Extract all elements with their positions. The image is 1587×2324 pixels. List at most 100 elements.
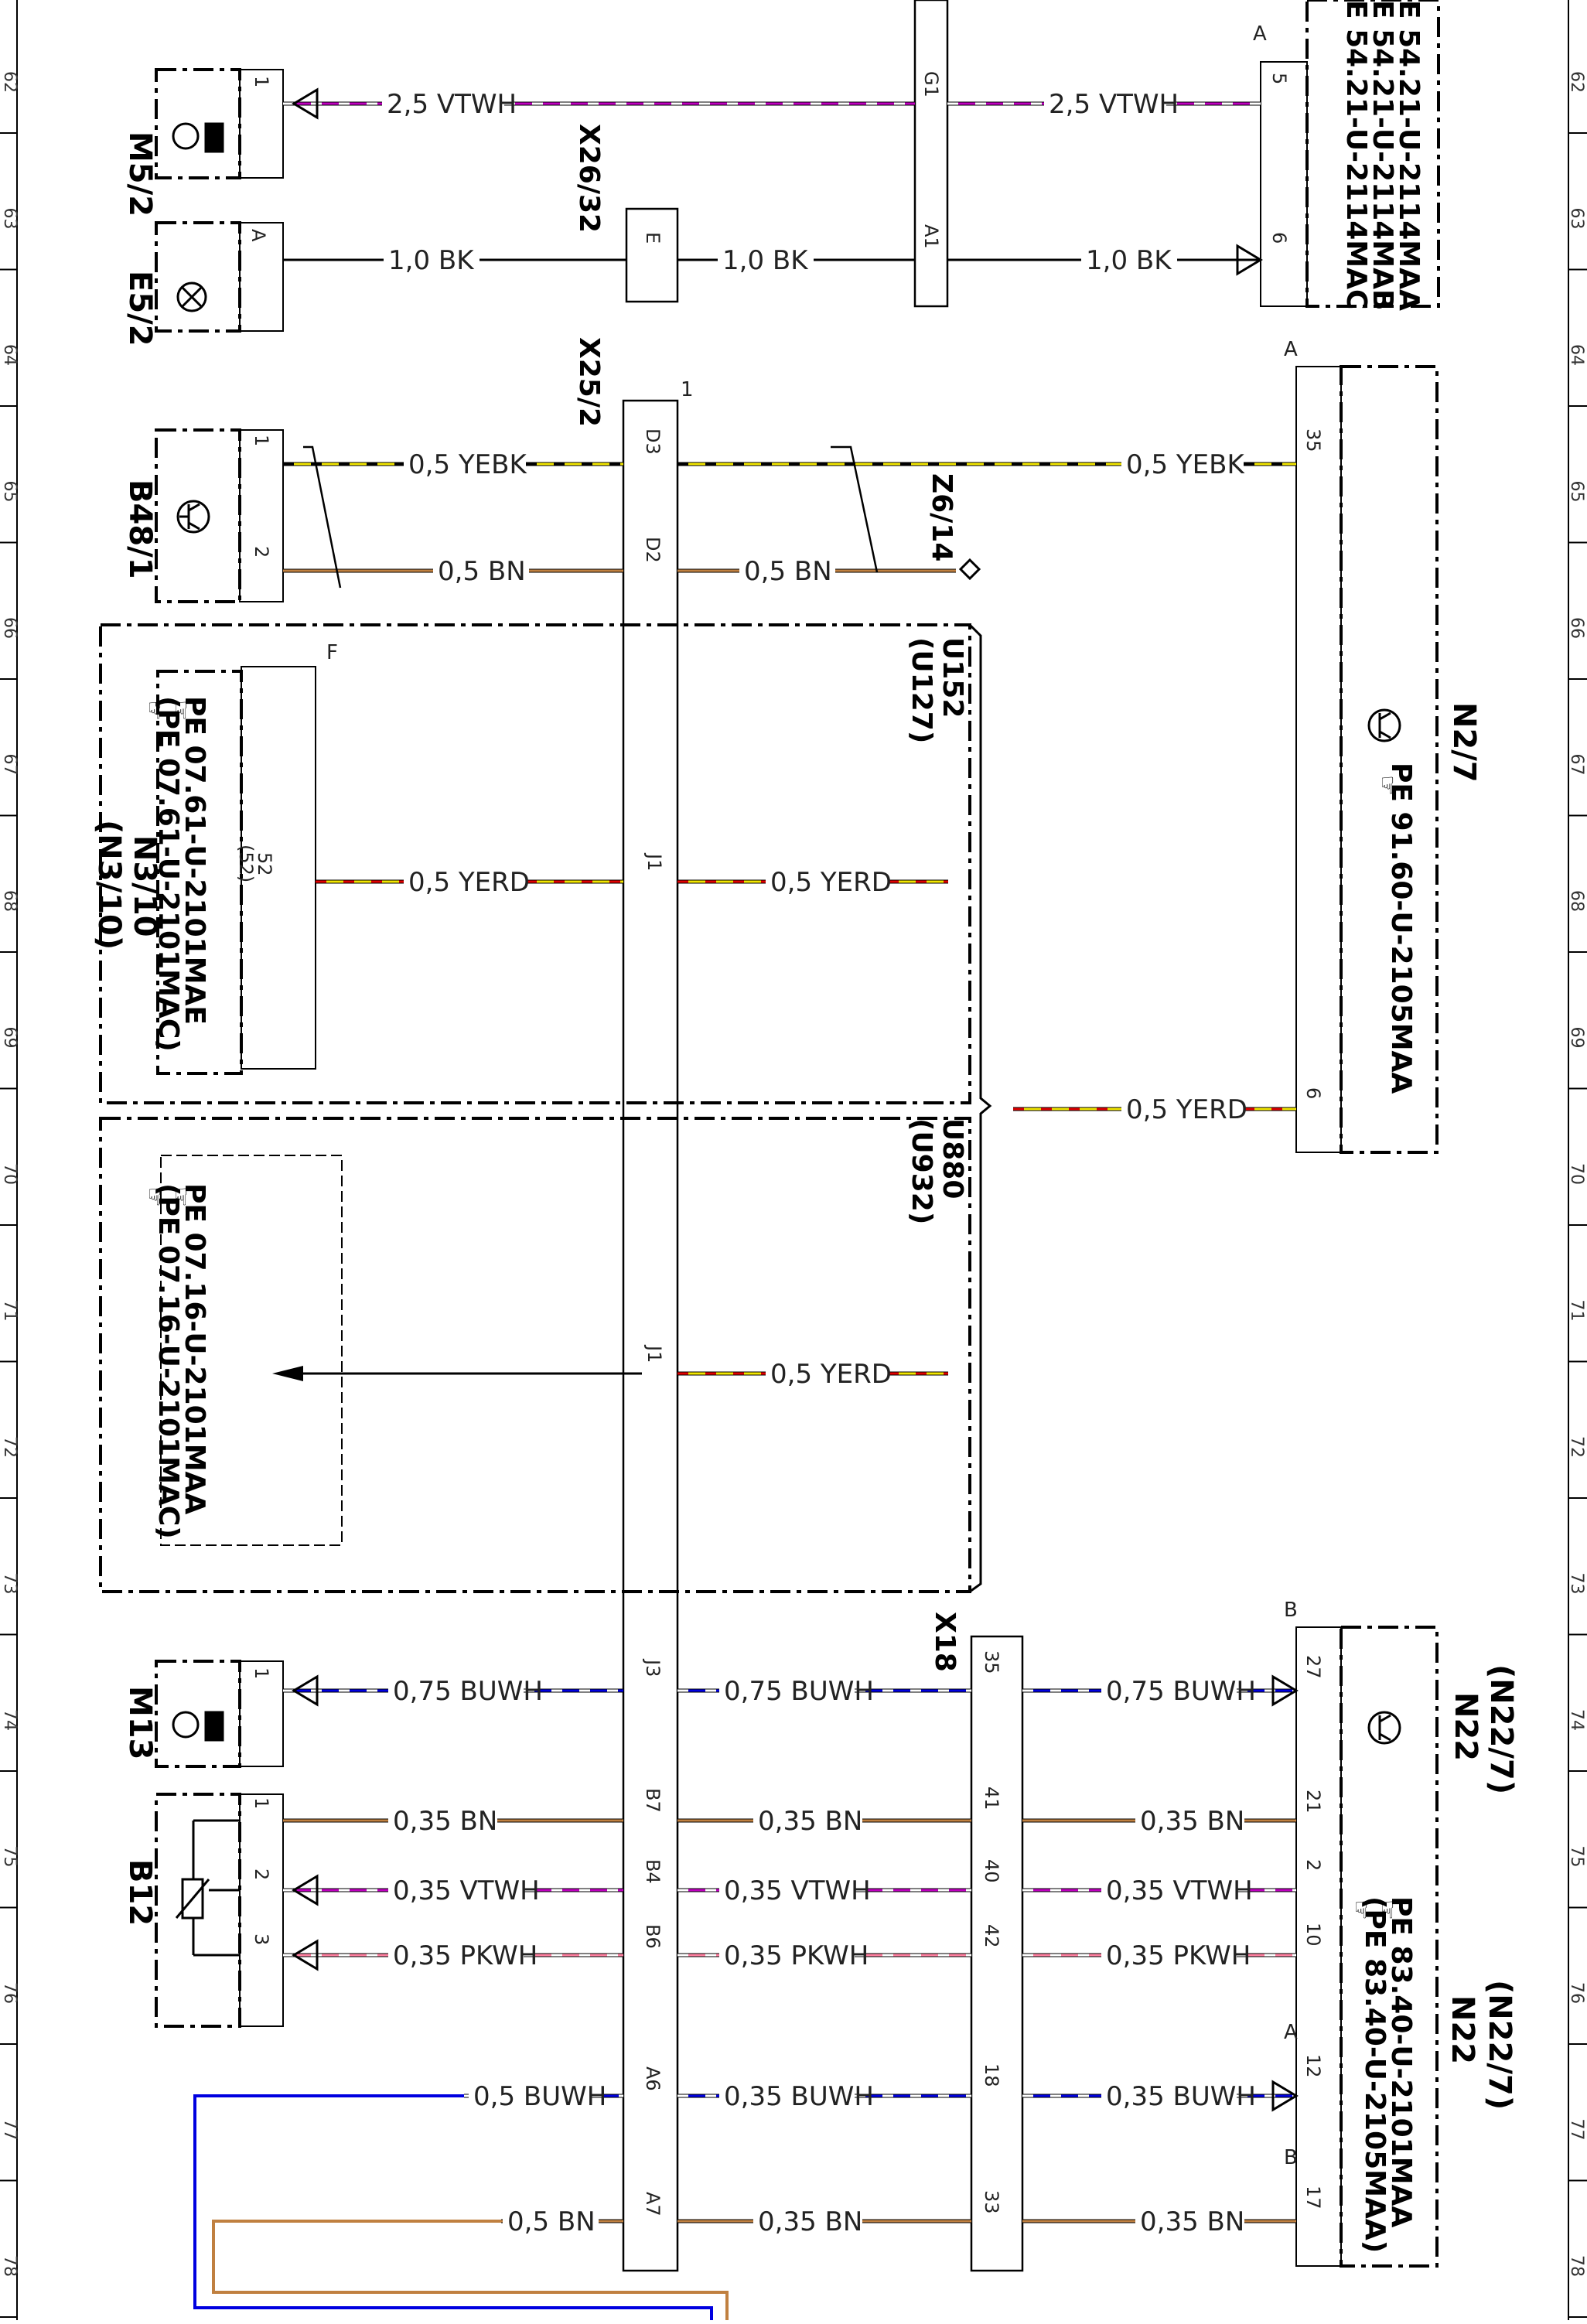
pin-label: E bbox=[642, 232, 664, 244]
pin-label: 1 bbox=[251, 1797, 272, 1809]
ref-n22-a: PE 83.40-U-2101MAA bbox=[1385, 1896, 1417, 2227]
pin-label: 17 bbox=[1302, 2186, 1324, 2210]
connector-u880: U880 bbox=[937, 1118, 968, 1199]
grid-number: 76 bbox=[0, 1982, 19, 2004]
grid-number: 77 bbox=[1567, 2119, 1586, 2141]
component-boxes bbox=[99, 0, 1440, 2268]
pin-label: 6 bbox=[1268, 232, 1290, 244]
grid-number: 63 bbox=[0, 208, 19, 230]
ref-top1: E 54.21-U-2114MAA bbox=[1393, 0, 1425, 311]
wire-r75a: 0,35 BN bbox=[283, 1806, 623, 1837]
wire-label: 0,35 BN bbox=[758, 1806, 862, 1837]
grid-number: 78 bbox=[0, 2255, 19, 2277]
splice-icon bbox=[958, 558, 981, 581]
routed-wires bbox=[193, 2094, 729, 2320]
grid-number: 67 bbox=[1567, 754, 1586, 776]
transistor-icon bbox=[1367, 1711, 1401, 1745]
pin-label: 35 bbox=[981, 1650, 1002, 1674]
ref-n22-b: (PE 83.40-U-2105MAA) bbox=[1359, 1896, 1391, 2253]
arrow-icon bbox=[292, 1939, 319, 1971]
wire-label: 0,5 BUWH bbox=[473, 2081, 606, 2112]
wire-label: 0,5 YERD bbox=[1126, 1094, 1247, 1125]
pin-label: 42 bbox=[981, 1924, 1002, 1948]
pin-label: 2 bbox=[1302, 1859, 1324, 1871]
b48-1-box bbox=[155, 428, 241, 603]
pin-label: 1 bbox=[251, 435, 272, 446]
pointing-hand-icon: ☞ bbox=[167, 1186, 194, 1207]
grid-number: 62 bbox=[0, 71, 19, 93]
component-n22-bot-alt: (N22/7) bbox=[1482, 1980, 1517, 2110]
grid-number: 72 bbox=[1567, 1436, 1586, 1458]
pin-label: 52 bbox=[254, 852, 275, 876]
wire-label: 2,5 VTWH bbox=[387, 89, 517, 120]
pointing-hand-icon: ☞ bbox=[167, 700, 194, 721]
wire-r68a: 0,5 YERD bbox=[316, 867, 623, 898]
marker-a: A bbox=[1284, 338, 1298, 361]
transistor-icon bbox=[176, 500, 210, 534]
wire-label: 1,0 BK bbox=[388, 245, 475, 276]
wire-r77b: 0,35 BUWH bbox=[677, 2081, 971, 2112]
wire-label: 1,0 BK bbox=[722, 245, 809, 276]
pin-label: J3 bbox=[642, 1658, 664, 1677]
arrow-icon bbox=[292, 87, 319, 120]
pin-label: G1 bbox=[920, 71, 942, 97]
wire-label: 0,35 BUWH bbox=[724, 2081, 874, 2112]
grid-number: 64 bbox=[0, 344, 19, 366]
connector-u152: U152 bbox=[937, 637, 968, 718]
grid-number: 62 bbox=[1567, 71, 1586, 93]
ref-u880-a: PE 07.16-U-2101MAA bbox=[179, 1183, 210, 1514]
potentiometer-icon bbox=[175, 1819, 240, 1957]
wire-label: 0,5 BN bbox=[744, 556, 832, 587]
wire-r63c: 1,0 BK bbox=[947, 245, 1261, 276]
wire-label: 0,35 BN bbox=[1140, 2206, 1244, 2237]
pin-label: 1 bbox=[251, 1667, 272, 1679]
grid-number: 66 bbox=[0, 617, 19, 639]
wire-label: 0,5 YEBK bbox=[408, 449, 527, 480]
arrow-icon bbox=[292, 1874, 319, 1906]
grid-number: 76 bbox=[1567, 1982, 1586, 2004]
pin-label: 3 bbox=[251, 1933, 272, 1945]
component-n3-10-alt: (N3/10) bbox=[91, 820, 127, 950]
wire-r77c: 0,35 BUWH bbox=[1022, 2081, 1296, 2112]
labels: M5/2 E5/2 B48/1 N3/10 (N3/10) M13 B12 N2… bbox=[91, 0, 1519, 2253]
pin-label: 2 bbox=[251, 1868, 272, 1880]
wire-label: 0,75 BUWH bbox=[393, 1676, 543, 1707]
pin-label: (52) bbox=[235, 845, 257, 882]
shield-lines bbox=[303, 445, 879, 589]
transistor-icon bbox=[1367, 708, 1401, 742]
pin-label: 33 bbox=[981, 2190, 1002, 2214]
ref-top2: E 54.21-U-2114MAB bbox=[1367, 0, 1398, 310]
pin-label: A6 bbox=[642, 2066, 664, 2091]
wire-label: 0,5 BN bbox=[507, 2206, 596, 2237]
wire-r75e: 0,35 VTWH bbox=[677, 1875, 971, 1906]
pin-label: A bbox=[247, 229, 269, 242]
arrow-icon bbox=[1271, 1674, 1299, 1707]
marker-a: A bbox=[1284, 2021, 1298, 2044]
wire-r78a: 0,5 BN bbox=[501, 2206, 623, 2237]
wire-label: 0,5 YERD bbox=[408, 867, 530, 898]
wire-r78b: 0,35 BN bbox=[677, 2206, 971, 2237]
pointing-hand-icon: ☞ bbox=[1347, 1899, 1374, 1920]
grid-number: 74 bbox=[1567, 1709, 1586, 1731]
pin-label: 12 bbox=[1302, 2054, 1324, 2078]
pin-label: B4 bbox=[642, 1859, 664, 1884]
b12-box bbox=[155, 1793, 241, 2028]
pin-label: 35 bbox=[1302, 428, 1324, 452]
pin-label: A1 bbox=[920, 224, 942, 249]
wire-label: 0,5 BN bbox=[438, 556, 526, 587]
grid-frame bbox=[16, 0, 1569, 2320]
component-n22-bot: N22 bbox=[1445, 1995, 1480, 2064]
grid-number: 67 bbox=[0, 754, 19, 776]
pin-label: 2 bbox=[251, 546, 272, 558]
lamp-icon bbox=[176, 282, 207, 312]
wire-label: 0,5 YERD bbox=[770, 867, 892, 898]
component-n22-top: N22 bbox=[1448, 1692, 1483, 1761]
marker-b: B bbox=[1284, 2146, 1298, 2169]
connector-x25-2: X25/2 bbox=[573, 337, 605, 427]
wire-label: 0,75 BUWH bbox=[1106, 1676, 1256, 1707]
grid-number: 73 bbox=[0, 1573, 19, 1595]
wire-r75b: 0,35 BN bbox=[677, 1806, 971, 1837]
pointing-hand-icon: ☞ bbox=[141, 700, 168, 721]
pin-label: J1 bbox=[643, 1344, 665, 1363]
